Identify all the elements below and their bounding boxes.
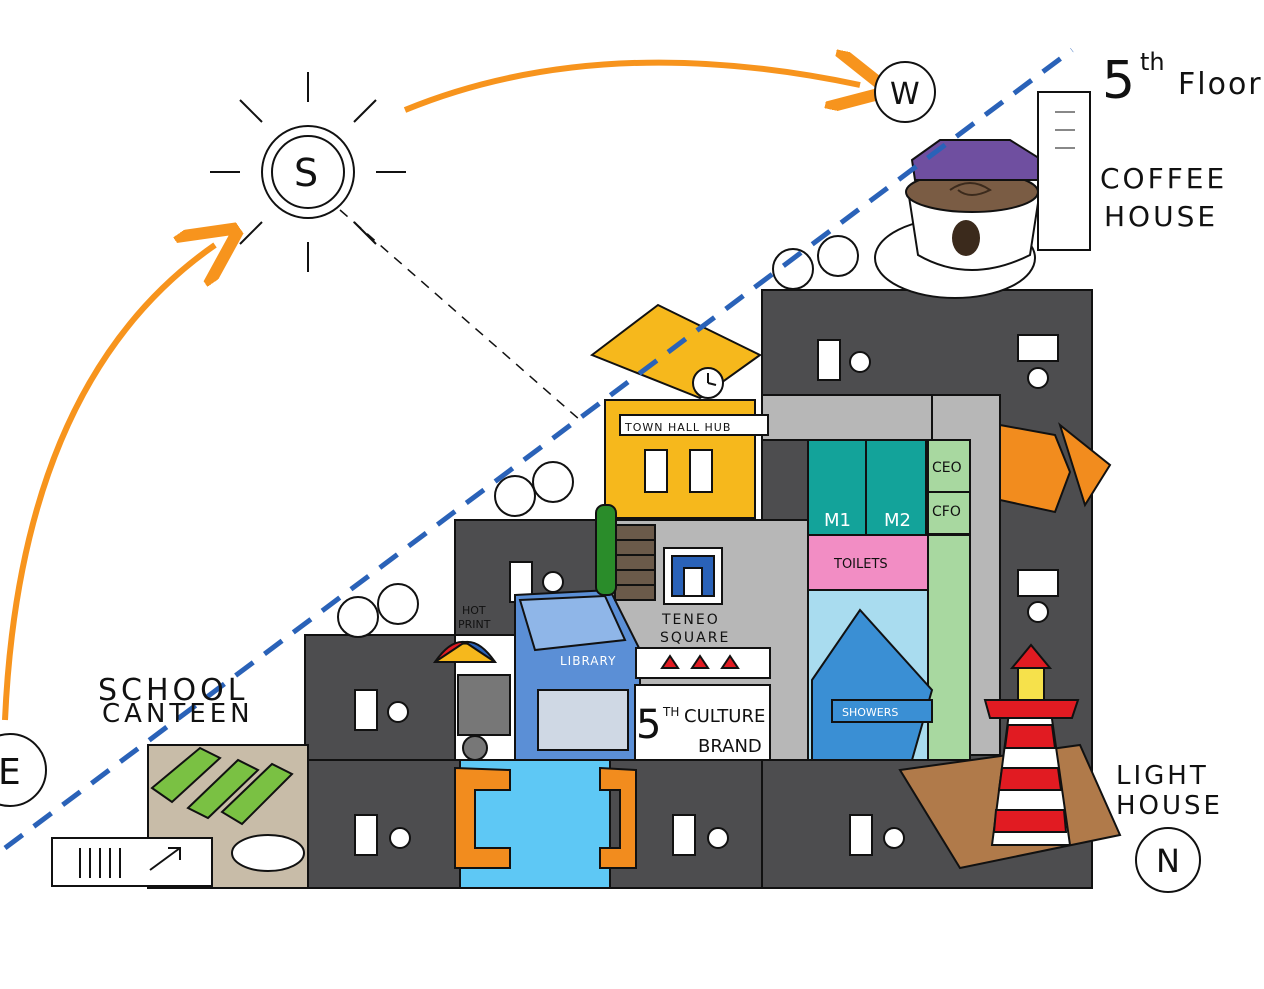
showers-label: SHOWERS (842, 706, 898, 719)
room-ceo-label: CEO (932, 460, 962, 476)
culture-brand-line2: BRAND (698, 736, 762, 757)
teneo-square-label-2: SQUARE (660, 630, 730, 646)
library-building (514, 588, 641, 761)
teneo-square (634, 547, 771, 761)
plant (595, 504, 617, 596)
block-canteen-left (304, 634, 456, 761)
room-m2-label: M2 (884, 510, 911, 531)
compass-east-label: E (0, 752, 21, 793)
sun-path-morning (2, 245, 215, 721)
coffee-house-label-2: HOUSE (1104, 200, 1218, 233)
floor-word: Floor (1178, 67, 1263, 102)
room-cfo-label: CFO (932, 504, 961, 520)
floor-number: 5 (1102, 51, 1135, 111)
sun-path-afternoon (403, 63, 860, 110)
sight-line (3, 47, 1074, 851)
corridor-top (761, 394, 933, 441)
desk-6 (849, 814, 905, 856)
desk-1 (354, 689, 409, 731)
desk-2 (354, 814, 411, 856)
compass-east-icon (0, 733, 47, 807)
desks (354, 334, 1059, 856)
floor-number-suffix: th (1140, 48, 1165, 76)
town-hall-building (589, 303, 769, 519)
showers-building (811, 608, 934, 761)
hot-print-label-1: HOT (462, 604, 486, 617)
sun-dashed-line (339, 209, 581, 421)
compass-north-label: N (1156, 842, 1180, 880)
culture-brand-word: CULTURE (684, 706, 765, 727)
lighthouse (898, 643, 1122, 870)
room-m1-label: M1 (824, 510, 851, 531)
parasol (432, 640, 511, 761)
culture-brand-suffix: TH (662, 705, 679, 719)
desk-5 (817, 339, 871, 381)
desk-7 (1017, 334, 1059, 389)
compass-north-icon (1135, 827, 1201, 893)
culture-brand-number: 5 (636, 702, 661, 748)
compass-south-label: S (294, 151, 318, 195)
compass-west-icon (874, 61, 936, 123)
school-canteen-label-2: CANTEEN (102, 699, 254, 729)
teneo-square-label-1: TENEO (661, 612, 720, 628)
light-house-label-1: LIGHT (1116, 761, 1209, 791)
coffee-house (874, 91, 1091, 299)
compass (0, 61, 1201, 893)
coffee-house-label-1: COFFEE (1100, 162, 1227, 195)
compass-west-label: W (890, 77, 920, 112)
light-house-label-2: HOUSE (1116, 791, 1223, 821)
library-label: LIBRARY (560, 654, 616, 668)
stairs (614, 524, 656, 601)
stair-sign (51, 837, 213, 887)
desk-8 (1017, 569, 1059, 623)
desk-3 (672, 814, 729, 856)
canteen-benches (150, 746, 305, 872)
people-faces (337, 235, 859, 638)
sun-icon (210, 72, 406, 272)
toilets-label: TOILETS (833, 557, 888, 572)
orange-partitions (454, 422, 1112, 869)
hot-print-label-2: PRINT (458, 618, 491, 631)
school-canteen-label-1: SCHOOL (98, 673, 249, 708)
town-hall-label: TOWN HALL HUB (624, 421, 731, 434)
